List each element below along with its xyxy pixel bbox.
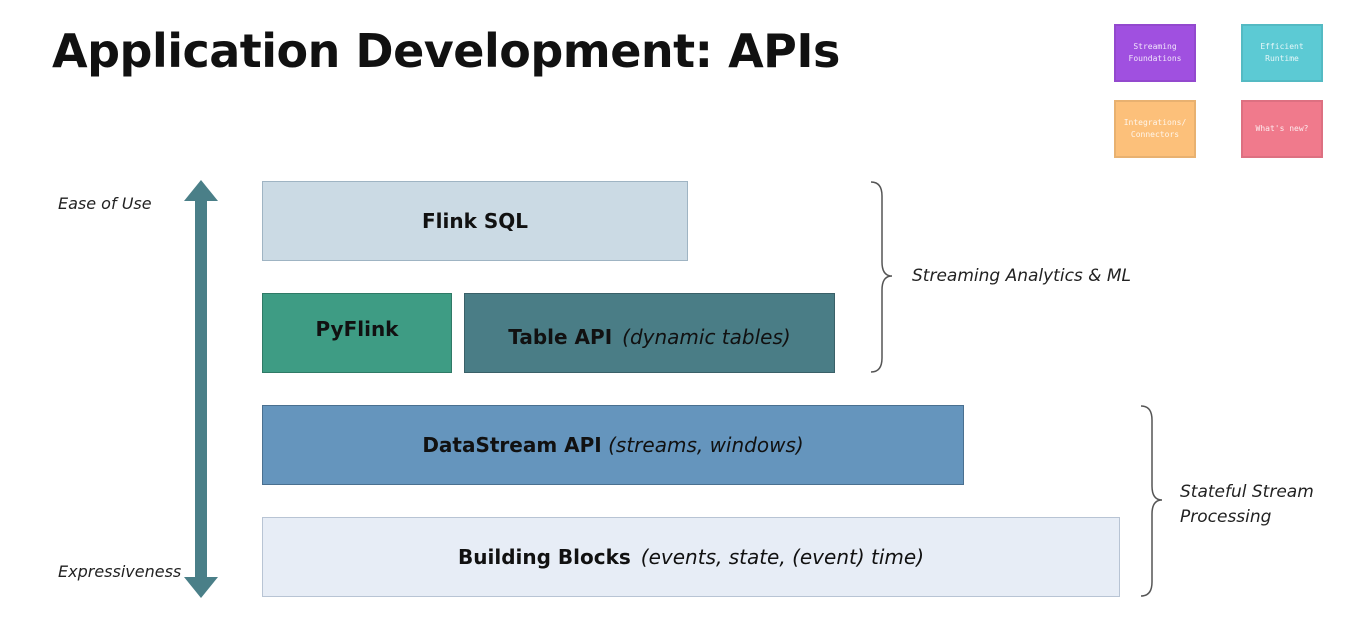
layer-detail: (streams, windows) — [608, 433, 804, 457]
sticky-text-line: Connectors — [1130, 130, 1180, 139]
sticky-integrations-connectors: Integrations/Connectors — [1114, 100, 1196, 158]
sticky-text-line: Foundations — [1128, 54, 1182, 63]
layer-name: PyFlink — [315, 317, 399, 341]
layer-detail: (dynamic tables) — [622, 325, 791, 349]
page-title: Application Development: APIs — [52, 24, 840, 78]
layer-detail: (events, state, (event) time) — [640, 545, 924, 569]
building-blocks-layer: Building Blocks (events, state, (event) t… — [262, 517, 1120, 597]
sticky-text-line: Runtime — [1265, 54, 1299, 63]
axis-bottom-label: Expressiveness — [58, 562, 182, 581]
layer-name: Flink SQL — [421, 209, 529, 233]
group-label-analytics: Streaming Analytics & ML — [912, 266, 1131, 286]
layer-name: DataStream API — [422, 433, 602, 457]
sticky-text-line: Efficient — [1260, 42, 1304, 51]
sticky-text-line: Streaming — [1133, 42, 1177, 51]
axis-top-label: Ease of Use — [58, 194, 152, 213]
layer-name: Table API — [508, 325, 613, 349]
sticky-text-line: Integrations/ — [1123, 118, 1187, 127]
group-label-line: Stateful Stream — [1180, 482, 1314, 502]
table-api-layer: Table API (dynamic tables) — [464, 293, 835, 373]
brace-stateful-icon — [1140, 405, 1163, 597]
layer-name: Building Blocks — [458, 545, 631, 569]
group-label-line: Processing — [1180, 507, 1272, 527]
double-arrow-icon — [184, 180, 218, 598]
sticky-text-line: What's new? — [1255, 124, 1309, 133]
datastream-api-layer: DataStream API (streams, windows) — [262, 405, 964, 485]
pyflink-layer: PyFlink — [262, 293, 452, 373]
brace-analytics-icon — [870, 181, 893, 373]
sticky-whats-new: What's new? — [1241, 100, 1323, 158]
group-label-stateful: Stateful Stream Processing — [1180, 480, 1314, 530]
flink-sql-layer: Flink SQL — [262, 181, 688, 261]
